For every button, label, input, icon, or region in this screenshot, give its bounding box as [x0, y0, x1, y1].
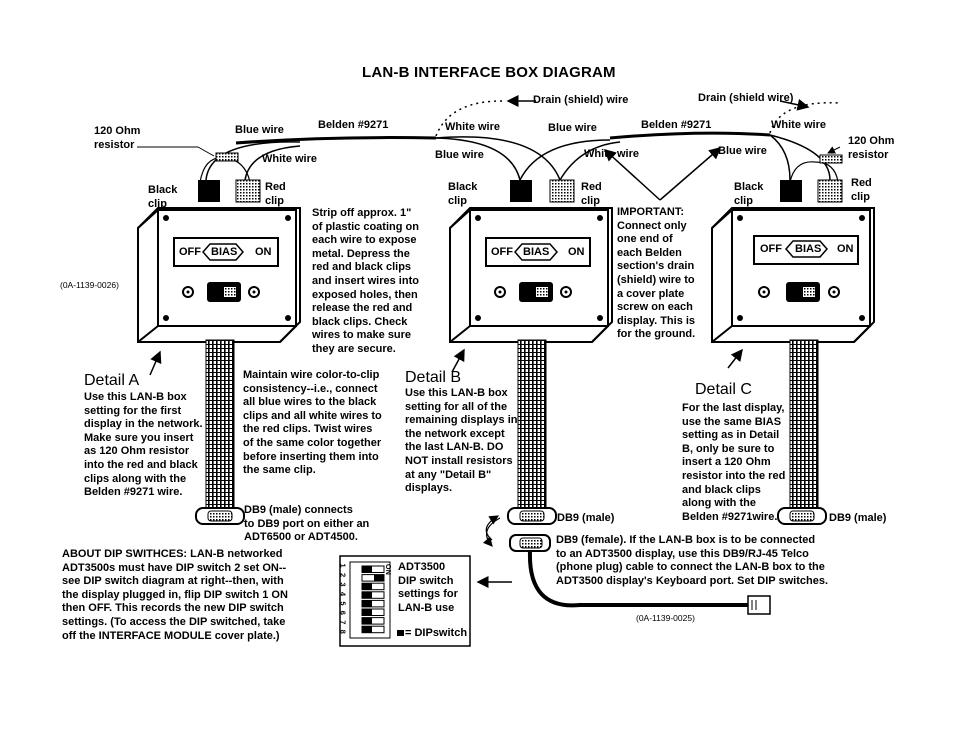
- dip-about-note: ABOUT DIP SWITHCES: LAN-B networked ADT3…: [62, 548, 288, 642]
- drain-wire-right: [769, 102, 841, 134]
- on-label-c: ON: [837, 243, 854, 255]
- dip-legend-label: = DIPswitch: [405, 627, 468, 639]
- lan-b-box-c: [711, 179, 875, 525]
- lan-b-box-b: [449, 179, 613, 525]
- black-clip-label-a: Black clip: [148, 184, 178, 210]
- strip-note: Strip off approx. 1" of plastic coating …: [312, 207, 419, 355]
- resistor-label-left: 120 Ohm resistor: [94, 125, 141, 151]
- off-label-a: OFF: [179, 246, 201, 258]
- drain-wire-left: [435, 100, 506, 137]
- dip-switch-knob: [362, 583, 372, 590]
- dip-on-label: ON: [384, 563, 392, 576]
- bias-label-a: BIAS: [211, 246, 238, 258]
- white-wire-label-1: White wire: [445, 121, 501, 133]
- dip-switch-knob: [362, 566, 372, 573]
- resistor-right: [789, 146, 843, 183]
- db9-connects-note: DB9 (male) connects to DB9 port on eithe…: [244, 504, 370, 544]
- db9-male-label-b: DB9 (male): [557, 512, 615, 524]
- detail-c-text: For the last display, use the same BIAS …: [682, 402, 786, 523]
- part-number-top: (0A-1139-0026): [60, 280, 119, 290]
- belden-label-2: Belden #9271: [641, 119, 712, 131]
- blue-wire-label-4: Blue wire: [718, 145, 767, 157]
- blue-wire-label-2: Blue wire: [548, 122, 597, 134]
- belden-cable-left: [205, 136, 561, 181]
- db9-female-note: DB9 (female). If the LAN-B box is to be …: [556, 534, 829, 587]
- belden-label-1: Belden #9271: [318, 119, 389, 131]
- red-clip-label-a: Red clip: [265, 181, 286, 207]
- on-label-b: ON: [568, 246, 585, 258]
- black-clip-label-b: Black clip: [448, 181, 478, 207]
- dip-switch-knob: [374, 574, 384, 582]
- bias-label-b: BIAS: [523, 246, 550, 258]
- dip-switch-knob: [362, 600, 372, 607]
- red-clip-label-c: Red clip: [851, 177, 872, 203]
- detail-b-heading: Detail B: [405, 369, 462, 386]
- resistor-label-right: 120 Ohm resistor: [848, 135, 895, 161]
- off-label-b: OFF: [491, 246, 513, 258]
- bias-label-c: BIAS: [795, 243, 822, 255]
- white-wire-label-3: White wire: [771, 119, 827, 131]
- blue-wire-label-1: Blue wire: [235, 124, 284, 136]
- belden-cable-right: [519, 131, 831, 181]
- resistor-left: [137, 146, 251, 183]
- white-wire-label-2: White wire: [262, 153, 318, 165]
- detail-c-heading: Detail C: [695, 381, 752, 398]
- detail-a-heading: Detail A: [84, 372, 140, 389]
- dip-switch-knob: [362, 617, 372, 625]
- part-number-bottom: (0A-1139-0025): [636, 613, 695, 623]
- dip-numbers-label: 1 2 3 4 5 6 7 8: [338, 563, 348, 636]
- lan-b-box-a: [137, 179, 301, 525]
- dip-switch-box: [339, 555, 471, 647]
- on-label-a: ON: [255, 246, 272, 258]
- dip-switch-knob: [362, 609, 372, 616]
- blue-wire-label-3: Blue wire: [435, 149, 484, 161]
- detail-b-text: Use this LAN-B box setting for all of th…: [405, 387, 518, 495]
- diagram-title: LAN-B INTERFACE BOX DIAGRAM: [362, 64, 616, 81]
- drain-wire-label-right: Drain (shield wire): [698, 92, 794, 104]
- drain-wire-label-left: Drain (shield) wire: [533, 94, 629, 106]
- dip-switch-knob: [362, 591, 372, 599]
- important-note: IMPORTANT: Connect only one end of each …: [617, 206, 696, 341]
- white-wire-label-4: White wire: [584, 148, 640, 160]
- black-clip-label-c: Black clip: [734, 181, 764, 207]
- dip-switch-knob: [362, 626, 372, 633]
- detail-a-text: Use this LAN-B box setting for the first…: [84, 391, 203, 499]
- off-label-c: OFF: [760, 243, 782, 255]
- db9-male-label-c: DB9 (male): [829, 512, 887, 524]
- adt3500-dip-label: ADT3500 DIP switch settings for LAN-B us…: [398, 561, 458, 614]
- maintain-note: Maintain wire color-to-clip consistency-…: [243, 369, 382, 477]
- red-clip-label-b: Red clip: [581, 181, 602, 207]
